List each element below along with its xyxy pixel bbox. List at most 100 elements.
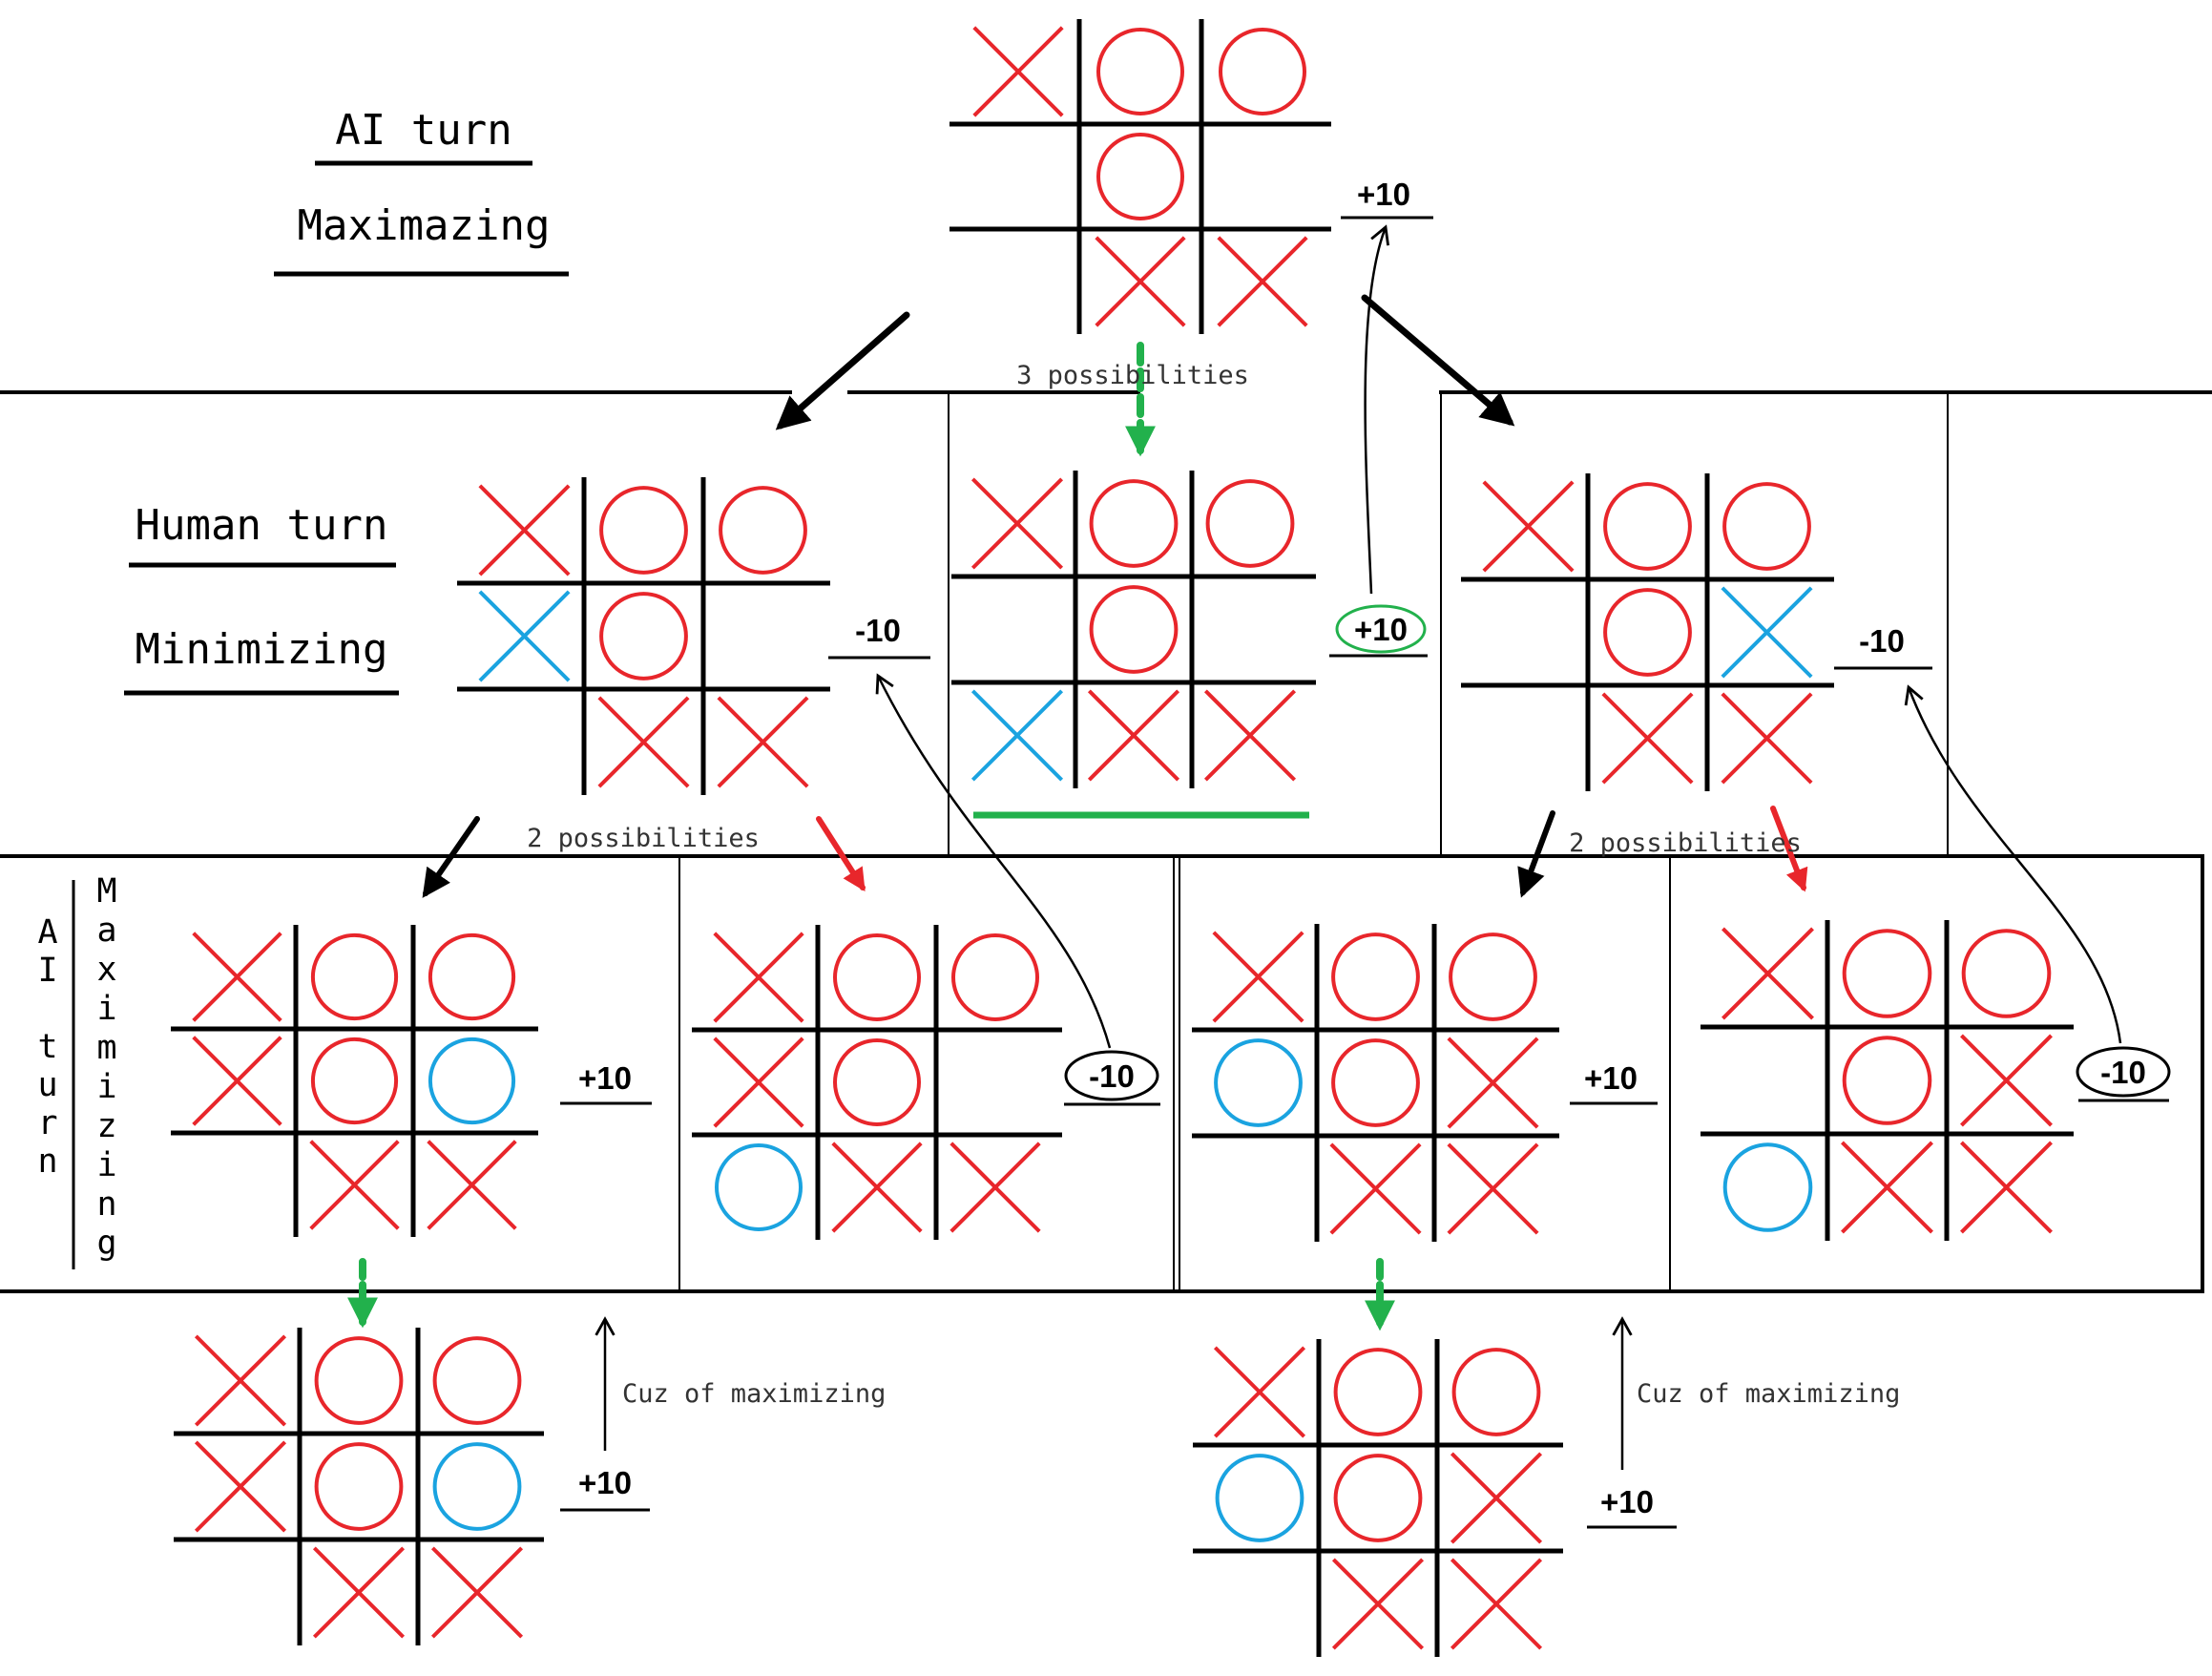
- vertical-char: M: [96, 872, 116, 911]
- board-final-left: [174, 1328, 544, 1645]
- vertical-char: i: [96, 1068, 116, 1106]
- level-frames: [0, 390, 2212, 1293]
- arrow-root-to-right: [1361, 294, 1515, 427]
- x-mark-ai: [1329, 1142, 1422, 1235]
- o-mark-human: [432, 1442, 522, 1531]
- o-mark-ai: [1205, 479, 1295, 568]
- note-two-possibilities-left: 2 possibilities: [527, 824, 760, 853]
- o-mark-ai: [314, 1336, 404, 1425]
- o-mark-ai: [1603, 482, 1692, 571]
- label-maximazing: Maximazing: [298, 201, 551, 250]
- score-rl: +10: [1584, 1060, 1638, 1096]
- o-mark-ai: [1451, 1348, 1541, 1436]
- board-ai-right-right: [1701, 920, 2074, 1241]
- backprop-rr-to-right: [1904, 684, 2122, 1044]
- vertical-char: i: [96, 1146, 116, 1184]
- x-mark-ai: [972, 26, 1064, 117]
- board-root: [949, 19, 1331, 334]
- x-mark-ai: [192, 1036, 282, 1126]
- o-mark-human: [1722, 1142, 1813, 1232]
- x-mark-ai: [309, 1140, 400, 1230]
- backprop-arrows: [595, 224, 2122, 1470]
- arrow-left-to-lr: [816, 816, 866, 892]
- vertical-char: z: [96, 1107, 116, 1145]
- vertical-char: I: [37, 952, 57, 990]
- x-mark-ai: [194, 1334, 287, 1427]
- x-mark-ai: [1450, 1452, 1543, 1544]
- score-rr: -10: [2100, 1055, 2146, 1090]
- x-mark-ai: [1722, 927, 1814, 1020]
- score-middle: +10: [1354, 612, 1408, 647]
- o-mark-ai: [833, 933, 921, 1021]
- board-human-left: [457, 477, 830, 795]
- x-mark-ai: [478, 484, 571, 576]
- board-final-right: [1193, 1339, 1563, 1657]
- note-two-possibilities-right: 2 possibilities: [1569, 828, 1802, 858]
- x-mark-ai: [1960, 1141, 2053, 1234]
- x-mark-ai: [1721, 692, 1813, 785]
- arrow-root-to-left: [775, 311, 910, 430]
- x-mark-ai: [970, 477, 1064, 570]
- vertical-char: x: [96, 951, 116, 989]
- label-ai-turn: AI turn: [335, 106, 511, 155]
- o-mark-human: [1214, 1038, 1303, 1127]
- backprop-lr-to-left: [875, 673, 1112, 1049]
- o-mark-ai: [314, 1442, 404, 1531]
- o-mark-ai: [432, 1336, 522, 1425]
- score-left: -10: [855, 613, 901, 648]
- tree-arrows: [347, 294, 1808, 1331]
- x-mark-ai: [597, 696, 690, 788]
- x-mark-ai: [1482, 480, 1575, 573]
- o-mark-ai: [310, 932, 399, 1021]
- o-mark-ai: [833, 1038, 921, 1126]
- score-ll: +10: [578, 1060, 632, 1096]
- x-mark-ai: [427, 1140, 517, 1230]
- vertical-char: u: [37, 1066, 57, 1104]
- label-minimizing: Minimizing: [136, 625, 388, 674]
- vertical-char: i: [96, 990, 116, 1028]
- x-mark-ai: [1087, 689, 1180, 782]
- x-mark-ai: [1960, 1034, 2053, 1127]
- o-mark-ai: [310, 1037, 399, 1125]
- vertical-char: m: [96, 1029, 116, 1067]
- o-mark-ai: [1842, 929, 1932, 1018]
- o-mark-ai: [1331, 932, 1420, 1021]
- o-mark-human: [1215, 1454, 1304, 1542]
- o-mark-ai: [1089, 479, 1179, 568]
- arrow-right-to-rr: [1770, 806, 1808, 892]
- o-mark-human: [715, 1143, 803, 1231]
- o-mark-ai: [1333, 1454, 1423, 1542]
- vertical-char: g: [96, 1225, 116, 1263]
- vertical-char: a: [96, 911, 116, 950]
- o-mark-ai: [1089, 585, 1179, 674]
- score-lr: -10: [1089, 1058, 1135, 1094]
- x-mark-human: [1721, 586, 1813, 679]
- note-three-possibilities: 3 possibilities: [1016, 361, 1249, 390]
- score-root: +10: [1357, 177, 1410, 212]
- o-mark-ai: [1219, 28, 1306, 115]
- x-mark-ai: [1841, 1141, 1933, 1234]
- o-mark-ai: [599, 592, 688, 681]
- board-ai-left-right: [692, 925, 1062, 1240]
- x-mark-ai: [430, 1546, 524, 1639]
- o-mark-ai: [1449, 932, 1537, 1021]
- note-cuz-of-maximizing-right: Cuz of maximizing: [1637, 1379, 1900, 1409]
- x-mark-ai: [1217, 236, 1308, 327]
- x-mark-ai: [1095, 236, 1186, 327]
- backprop-middle-to-root: [1364, 224, 1390, 595]
- x-mark-human: [970, 689, 1064, 782]
- o-mark-ai: [951, 933, 1039, 1021]
- o-mark-ai: [428, 932, 516, 1021]
- x-mark-ai: [1331, 1558, 1425, 1650]
- vertical-char: t: [37, 1028, 57, 1066]
- vertical-char: n: [37, 1142, 57, 1181]
- vertical-char: n: [96, 1185, 116, 1224]
- vertical-char: A: [37, 913, 57, 952]
- x-mark-ai: [831, 1142, 923, 1233]
- x-mark-human: [478, 590, 571, 682]
- arrow-left-to-ll: [422, 816, 480, 898]
- x-mark-ai: [713, 932, 804, 1023]
- label-human-turn: Human turn: [136, 501, 388, 550]
